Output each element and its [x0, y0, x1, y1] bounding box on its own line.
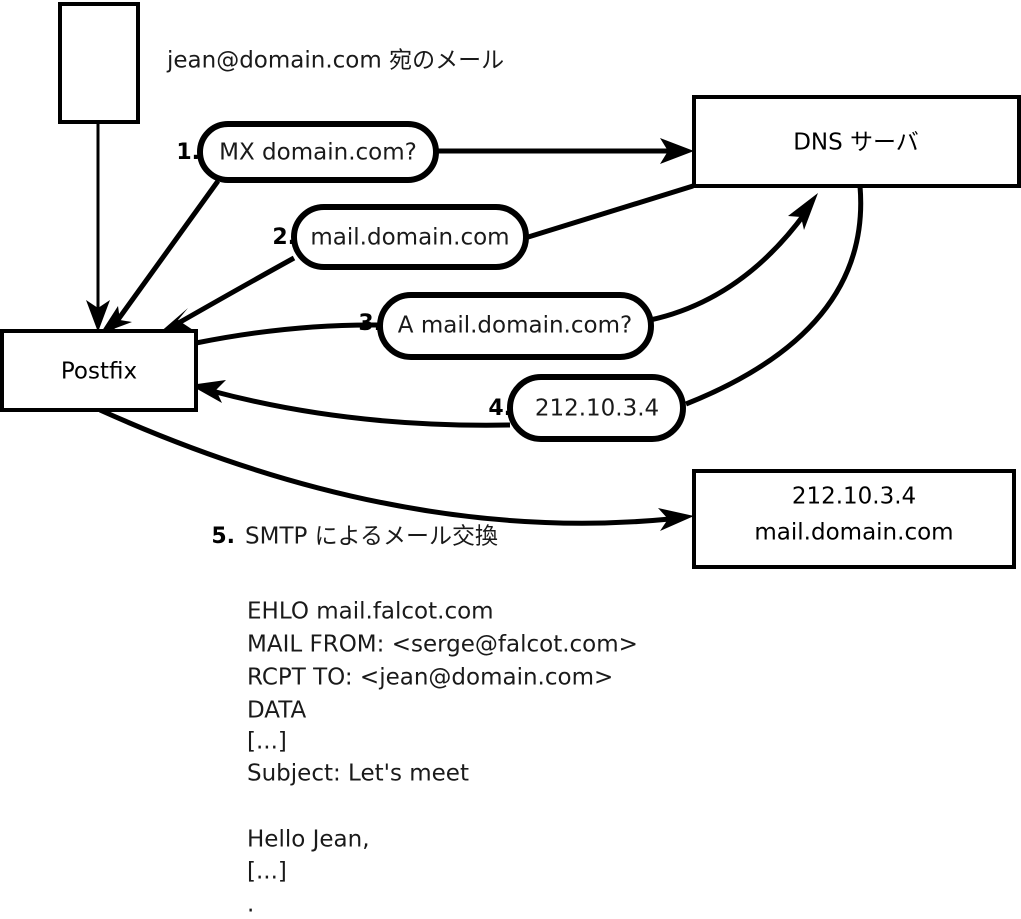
edge-client-to-postfix	[86, 122, 110, 332]
edge-postfix-to-mailserver	[98, 407, 694, 531]
client-box	[58, 2, 140, 124]
edge-postfix-to-step1	[100, 179, 221, 334]
step-3-number: 3.	[358, 311, 382, 336]
step-2-number: 2.	[272, 225, 296, 250]
edge-dns-to-step4	[685, 185, 864, 407]
edge-step4-to-postfix	[190, 380, 511, 428]
postfix-box-label: Postfix	[61, 359, 137, 385]
step-1-number: 1.	[176, 140, 200, 165]
transcript-line: .	[247, 892, 254, 918]
step-2-bubble: mail.domain.com	[291, 204, 529, 270]
dns-server-box-label: DNS サーバ	[793, 130, 919, 156]
transcript-line: RCPT TO: <jean@domain.com>	[247, 665, 613, 691]
edge-step3-to-dns	[649, 193, 818, 323]
page-title: jean@domain.com 宛のメール	[166, 48, 504, 74]
transcript-line: [...]	[247, 859, 287, 885]
transcript-line: Subject: Let's meet	[247, 761, 469, 787]
step-5-number: 5.	[211, 524, 235, 549]
step-1-label: MX domain.com?	[219, 140, 417, 166]
remote-mail-server-box: 212.10.3.4 mail.domain.com	[692, 469, 1016, 569]
dns-server-box: DNS サーバ	[692, 95, 1021, 188]
transcript-line: MAIL FROM: <serge@falcot.com>	[247, 632, 638, 658]
transcript-line: [...]	[247, 729, 287, 755]
smtp-transcript: EHLO mail.falcot.com MAIL FROM: <serge@f…	[247, 599, 638, 918]
step-4-number: 4.	[488, 396, 512, 421]
step-5-label: SMTP によるメール交換	[245, 524, 498, 550]
edge-dns-to-step2	[524, 183, 694, 241]
remote-mail-server-hostname: mail.domain.com	[754, 520, 953, 546]
edge-step1-to-dns	[437, 138, 694, 164]
step-3-bubble: A mail.domain.com?	[377, 292, 654, 360]
edge-postfix-to-step3	[195, 322, 381, 346]
remote-mail-server-ip: 212.10.3.4	[792, 484, 916, 510]
transcript-line: DATA	[247, 698, 307, 724]
step-3-label: A mail.domain.com?	[398, 313, 632, 339]
edge-step2-to-postfix	[158, 255, 296, 334]
postfix-box: Postfix	[0, 329, 198, 412]
step-4-label: 212.10.3.4	[535, 396, 659, 422]
step-2-label: mail.domain.com	[310, 225, 509, 251]
transcript-line: EHLO mail.falcot.com	[247, 599, 494, 625]
transcript-line: Hello Jean,	[247, 827, 370, 853]
step-1-bubble: MX domain.com?	[197, 121, 439, 183]
step-4-bubble: 212.10.3.4	[507, 374, 686, 442]
